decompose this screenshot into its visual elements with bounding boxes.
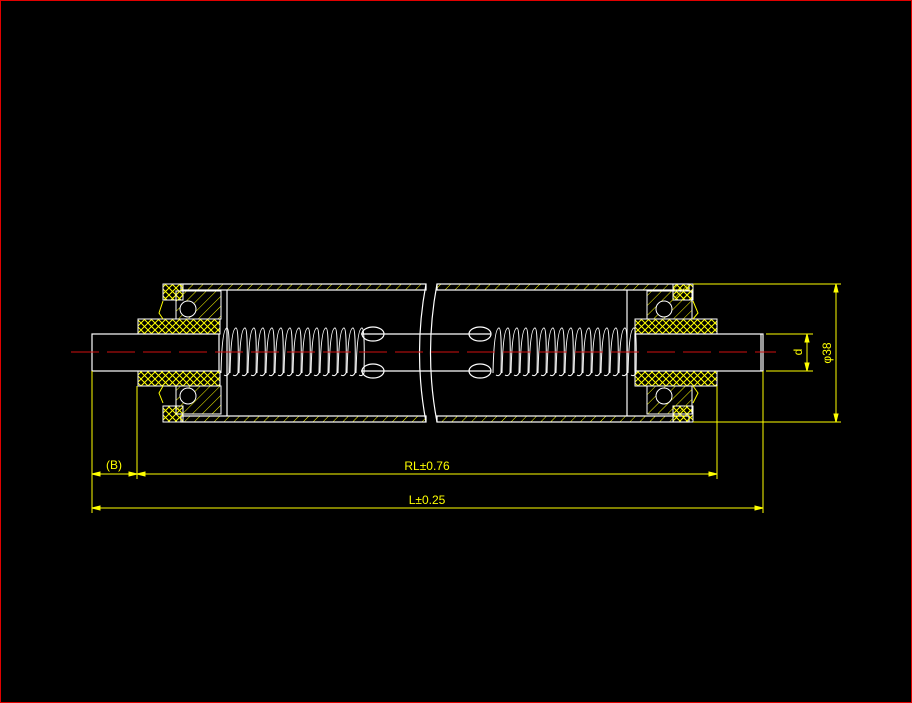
spring-coil <box>328 327 338 377</box>
spring-coil <box>220 327 230 377</box>
spring-coil <box>627 327 637 377</box>
spring-coil <box>573 327 583 377</box>
spring-coil <box>301 327 311 377</box>
rl-dimension-label: RL±0.76 <box>404 459 450 473</box>
spring-coil <box>600 327 610 377</box>
spring-coil <box>310 327 320 377</box>
spring-coil <box>283 327 293 377</box>
spring-coil <box>256 327 266 377</box>
left-bearing-housing <box>137 283 222 423</box>
spring-coil <box>492 327 502 377</box>
spring-coil <box>609 327 619 377</box>
spring-coil <box>546 327 556 377</box>
spring-coil <box>355 327 365 377</box>
spring-coil <box>274 327 284 377</box>
spring-coil <box>337 327 347 377</box>
spring-coil <box>247 327 257 377</box>
dimensions <box>91 283 841 513</box>
spring-coil <box>229 327 239 377</box>
spring-coil <box>319 327 329 377</box>
spring-coil <box>292 327 302 377</box>
spring-coil <box>519 327 529 377</box>
spring-coil <box>510 327 520 377</box>
b-dimension-label: (B) <box>106 458 122 472</box>
shaft-diameter-label: d <box>791 349 805 356</box>
tube-diameter-label: φ38 <box>820 342 834 363</box>
tube <box>180 283 690 423</box>
spring-coil <box>555 327 565 377</box>
right-bearing-housing <box>634 283 718 423</box>
spring-coil <box>238 327 248 377</box>
spring-coil <box>528 327 538 377</box>
spring-coil <box>265 327 275 377</box>
spring-coil <box>582 327 592 377</box>
spring-coil <box>564 327 574 377</box>
springs <box>220 327 637 377</box>
spring-coil <box>618 327 628 377</box>
l-dimension-label: L±0.25 <box>409 493 446 507</box>
spring-coil <box>346 327 356 377</box>
spring-coil <box>591 327 601 377</box>
spring-coil <box>537 327 547 377</box>
spring-coil <box>501 327 511 377</box>
